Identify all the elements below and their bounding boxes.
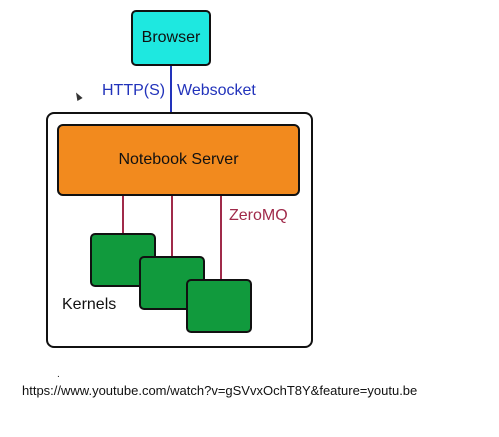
notebook-server-label: Notebook Server xyxy=(118,151,239,168)
kernels-label: Kernels xyxy=(62,296,117,313)
zmq-line-kernel-1 xyxy=(122,196,124,234)
kernel-box-3 xyxy=(186,279,252,333)
http-connection-line xyxy=(170,66,172,125)
kernel-box-1 xyxy=(90,233,156,287)
browser-box: Browser xyxy=(131,10,211,66)
mouse-cursor-icon xyxy=(73,91,83,101)
zmq-line-kernel-2 xyxy=(171,196,173,257)
browser-label: Browser xyxy=(141,29,201,46)
http-label: HTTP(S) xyxy=(102,82,166,99)
caption-dot: . xyxy=(57,369,60,380)
notebook-server-box: Notebook Server xyxy=(57,124,300,196)
zeromq-label: ZeroMQ xyxy=(229,207,288,224)
zmq-line-kernel-3 xyxy=(220,196,222,280)
source-url: https://www.youtube.com/watch?v=gSVvxOch… xyxy=(22,383,418,398)
websocket-label: Websocket xyxy=(177,82,256,99)
